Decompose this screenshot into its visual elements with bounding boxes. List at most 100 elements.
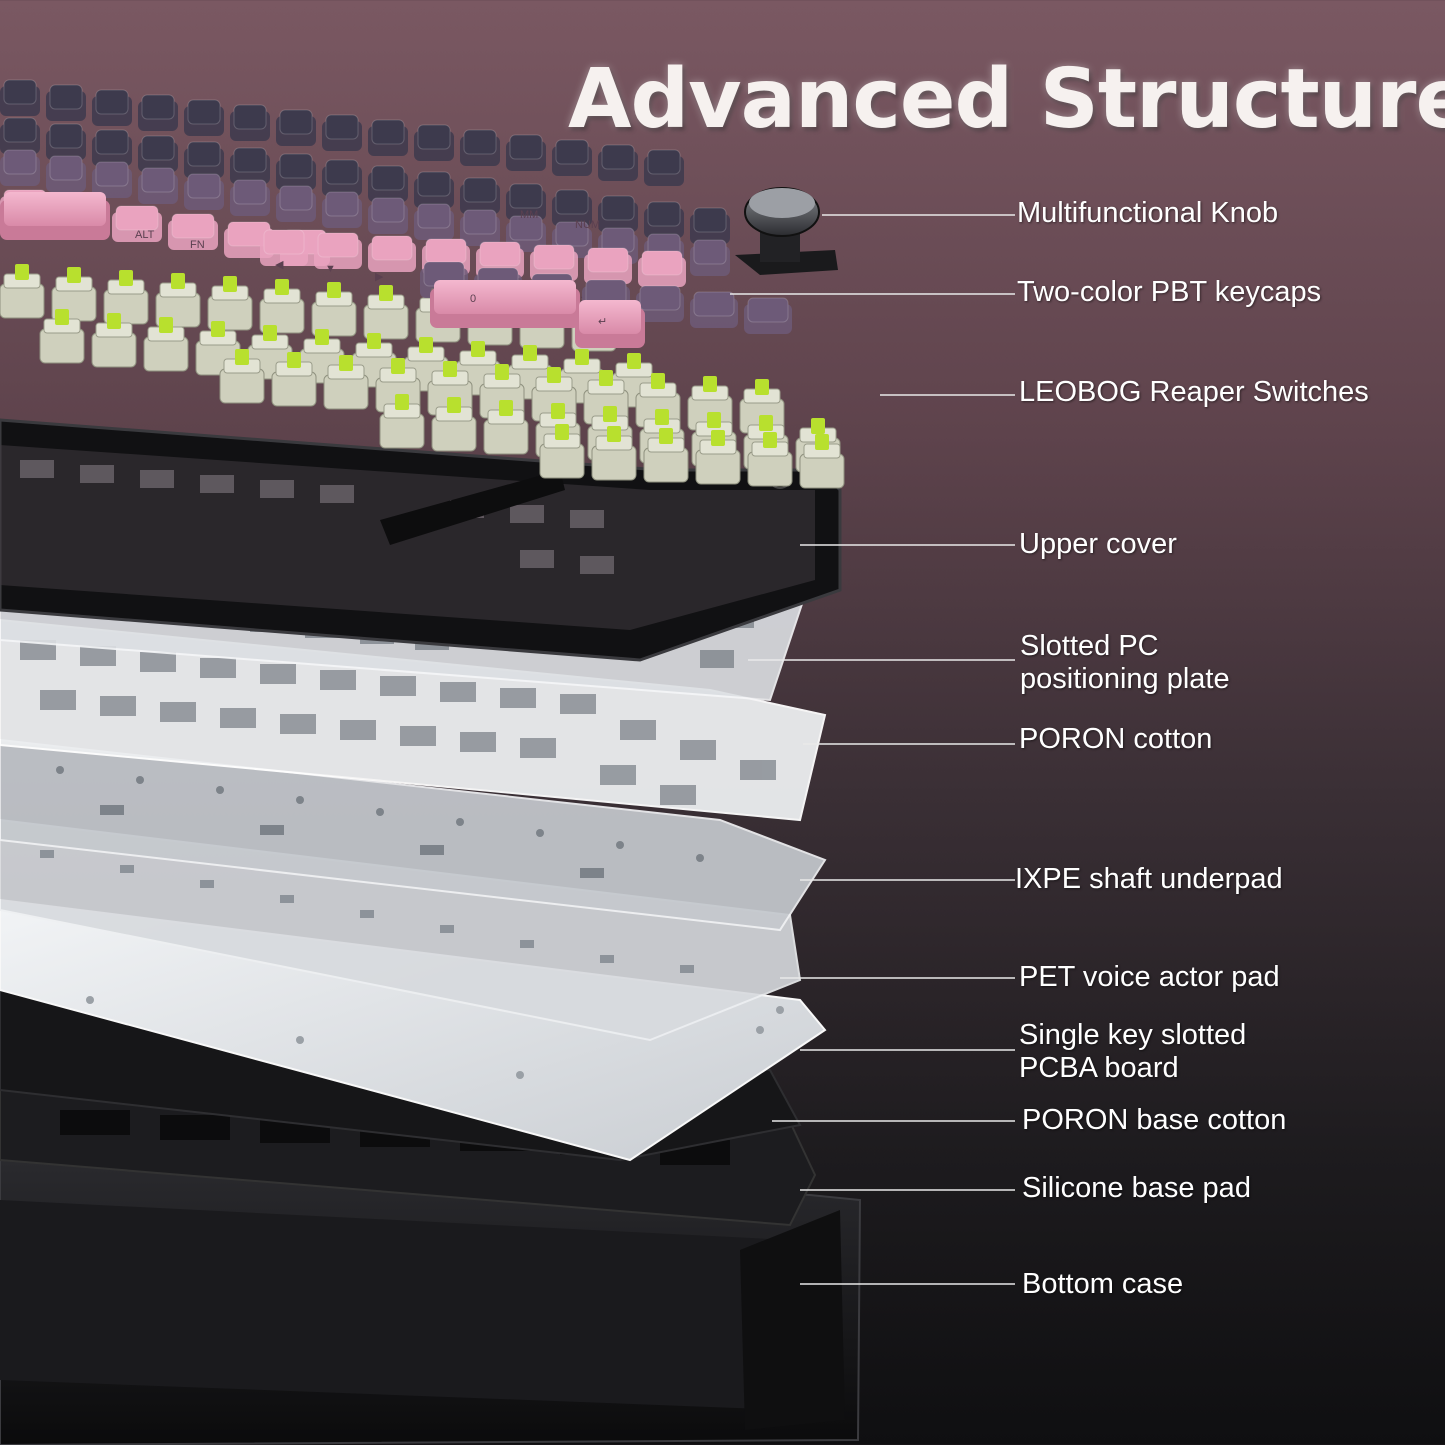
keycap [414, 124, 454, 161]
keycap [184, 141, 224, 178]
keycap [744, 297, 792, 334]
keycap-legend: ◀ [275, 259, 284, 271]
label-poron-base-cotton: PORON base cotton [1022, 1104, 1287, 1136]
label-pcba-board: Single key slotted PCBA board [1019, 1019, 1247, 1084]
keycap [92, 161, 132, 198]
keycap [368, 235, 416, 272]
switch [259, 279, 305, 334]
keycap [184, 99, 224, 136]
bottom-case-layer [0, 1158, 862, 1445]
label-silicone-pad: Silicone base pad [1022, 1172, 1251, 1204]
keycap [46, 84, 86, 121]
switch [363, 285, 409, 340]
switch [695, 430, 741, 485]
keycap-wide [575, 300, 645, 348]
keycap [0, 149, 40, 186]
keycap-legend: MM [520, 209, 538, 221]
keycap [584, 247, 632, 284]
keycap [552, 139, 592, 176]
switch [91, 313, 137, 368]
keycap [46, 155, 86, 192]
keycap-legend: . [580, 289, 583, 301]
label-upper-cover: Upper cover [1019, 528, 1177, 560]
keycap [506, 134, 546, 171]
keycap [690, 207, 730, 244]
keycap [598, 195, 638, 232]
knob-layer [735, 187, 838, 275]
switch [643, 428, 689, 483]
leader-lines [730, 214, 1015, 1285]
keycap [460, 209, 500, 246]
label-poron-cotton: PORON cotton [1019, 723, 1213, 755]
label-pet-pad: PET voice actor pad [1019, 961, 1280, 993]
keycap [276, 109, 316, 146]
keycap [230, 147, 270, 184]
keycap-wide [0, 192, 110, 240]
switch [219, 349, 265, 404]
keycap [460, 177, 500, 214]
keycap [184, 173, 224, 210]
switch [379, 394, 425, 449]
keycap [460, 129, 500, 166]
switch [271, 352, 317, 407]
switch [747, 432, 793, 487]
keycap [530, 244, 578, 281]
switch [799, 434, 845, 489]
ixpe-layer [0, 738, 827, 932]
keycap [168, 213, 218, 250]
keycap [322, 191, 362, 228]
keycap [552, 189, 592, 226]
keycap [414, 203, 454, 240]
keycap [260, 229, 308, 266]
switch [0, 264, 45, 319]
keycap [276, 185, 316, 222]
keycap [368, 197, 408, 234]
switch [143, 317, 189, 372]
label-ixpe-underpad: IXPE shaft underpad [1015, 863, 1283, 895]
keycap [414, 171, 454, 208]
keycap [638, 250, 686, 287]
keycap [322, 159, 362, 196]
keycap [368, 119, 408, 156]
label-pc-plate: Slotted PC positioning plate [1020, 630, 1230, 695]
keycap-legend: ↵ [598, 316, 607, 328]
keycap [230, 104, 270, 141]
keycap [92, 89, 132, 126]
keycap [644, 201, 684, 238]
keycap [314, 232, 362, 269]
label-bottom-case: Bottom case [1022, 1268, 1184, 1300]
keycap-wide [430, 280, 580, 328]
switch [591, 426, 637, 481]
keycap-legend: FN [190, 239, 205, 251]
keycap [0, 79, 40, 116]
switch [311, 282, 357, 337]
keycap [276, 153, 316, 190]
keycap [112, 205, 162, 242]
page-title: Advanced Structure [568, 52, 1445, 147]
switch [39, 309, 85, 364]
keycap-legend: ALT [135, 229, 155, 241]
keycap [0, 117, 40, 154]
keycap [506, 183, 546, 220]
keycaps-layer: ALT FN ◀ ▼ ▶ 0. ↵ NUM MM [0, 79, 792, 348]
keycap [46, 123, 86, 160]
switch [431, 397, 477, 452]
keycap [138, 135, 178, 172]
keycap [92, 129, 132, 166]
keycap [138, 167, 178, 204]
keycap [690, 239, 730, 276]
keycap-legend: NUM [575, 219, 600, 231]
label-multifunctional-knob: Multifunctional Knob [1017, 197, 1279, 229]
keycap-legend: 0 [470, 293, 476, 305]
keycap [690, 291, 738, 328]
label-pbt-keycaps: Two-color PBT keycaps [1017, 276, 1322, 308]
keycap [138, 94, 178, 131]
keycap [230, 179, 270, 216]
keycap [368, 165, 408, 202]
keycap-legend: ▼ [325, 263, 336, 275]
keycap [322, 114, 362, 151]
keycap [636, 285, 684, 322]
switch [539, 424, 585, 479]
keycap-legend: ▶ [375, 271, 384, 283]
